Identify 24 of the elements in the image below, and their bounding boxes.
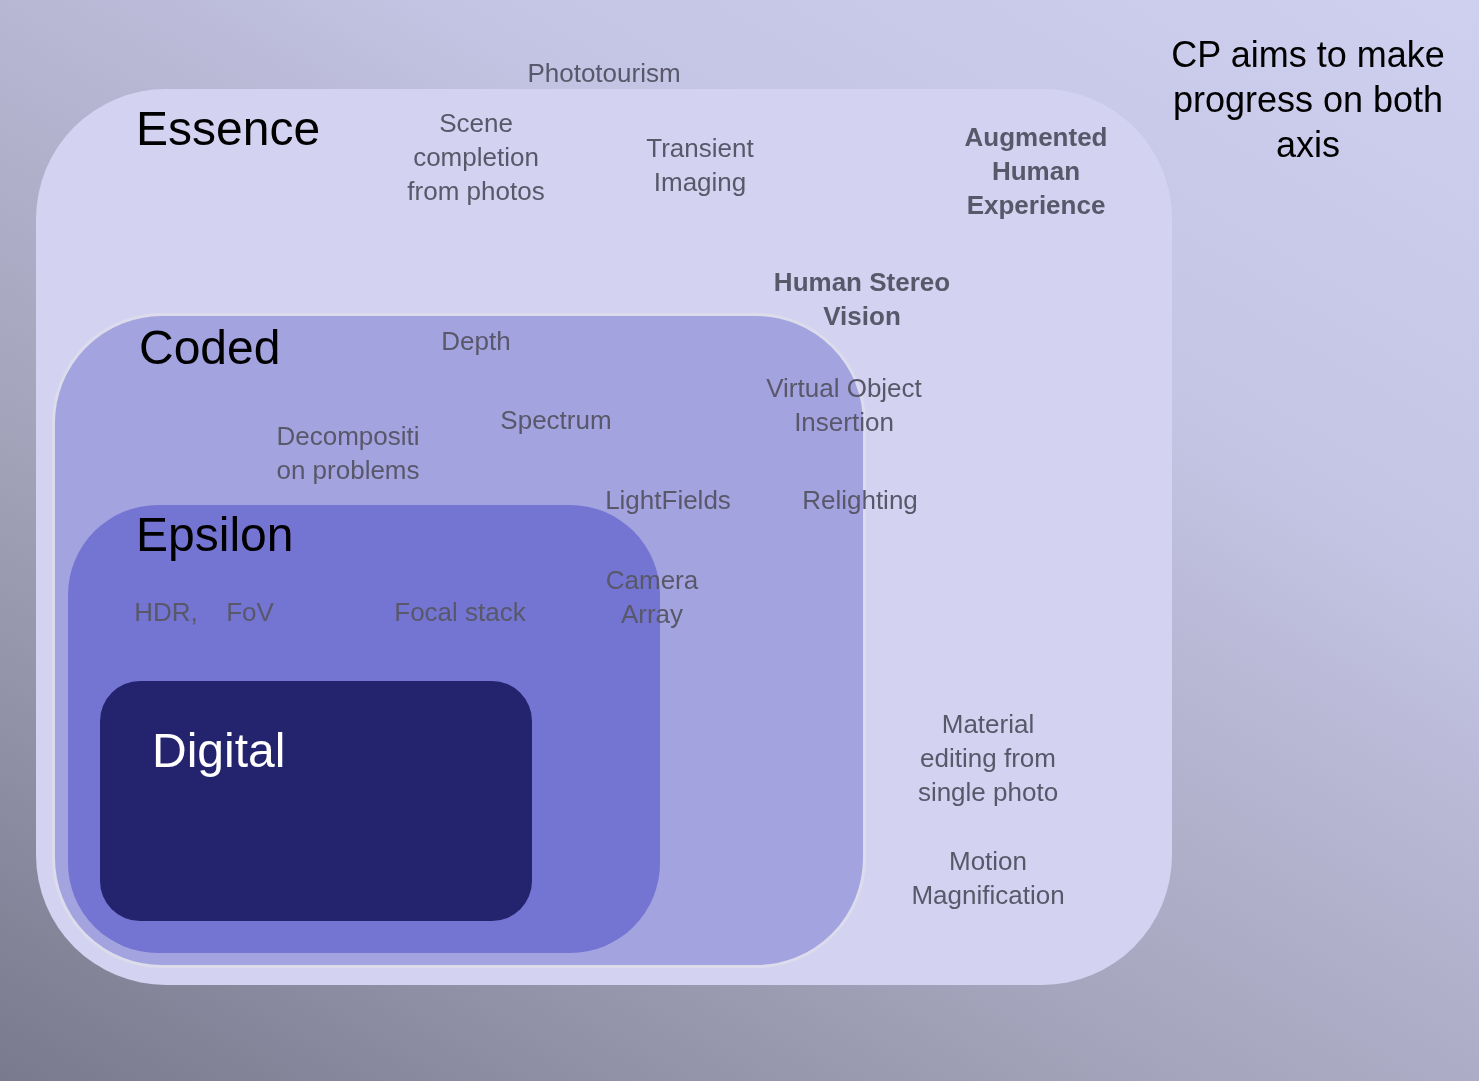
term-label: Spectrum [499, 404, 613, 437]
region-title: Epsilon [136, 507, 294, 562]
term-label: Material editing from single photo [916, 708, 1060, 809]
term-label: LightFields [604, 484, 732, 517]
region-title: Essence [136, 101, 321, 156]
term-label: Scene completion from photos [406, 107, 546, 208]
term-label: Camera Array [604, 564, 700, 631]
essence-region [36, 89, 1172, 985]
term-label: Augmented Human Experience [963, 121, 1109, 222]
term-label: Depth [440, 325, 512, 358]
region-title: Coded [139, 320, 281, 375]
term-label: Decompositi on problems [275, 420, 421, 487]
term-label: Transient Imaging [645, 132, 755, 199]
term-label: Relighting [801, 484, 919, 517]
term-label: Phototourism [526, 57, 682, 90]
term-label: Virtual Object Insertion [765, 372, 923, 439]
term-label: HDR, [133, 596, 199, 629]
term-label: Motion Magnification [910, 845, 1066, 912]
term-label: Focal stack [393, 596, 527, 629]
note-text: CP aims to make progress on both axis [1170, 33, 1446, 167]
region-title: Digital [152, 723, 286, 778]
term-label: Human Stereo Vision [772, 266, 952, 333]
term-label: FoV [225, 596, 275, 629]
digital-region [100, 681, 532, 921]
